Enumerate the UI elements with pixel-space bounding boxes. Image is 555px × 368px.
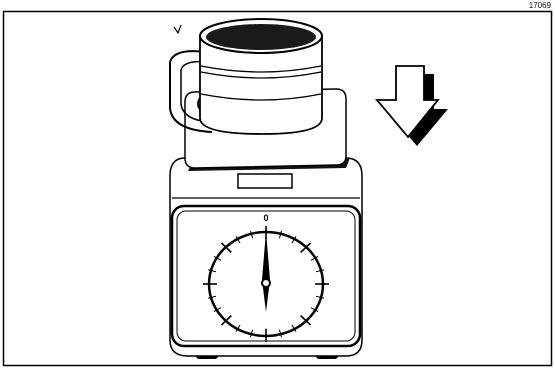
dial-tick	[213, 307, 222, 312]
dial-tick	[291, 236, 297, 244]
dial-tick	[291, 324, 297, 332]
measuring-cup	[169, 18, 323, 135]
handle-tick-mark	[173, 24, 182, 35]
cup-band-1	[200, 65, 322, 73]
dial-tick	[315, 295, 325, 299]
dial-tick	[278, 329, 283, 338]
cup-handle-inner	[180, 60, 211, 123]
dial-zero-label: 0	[263, 213, 268, 223]
figure-frame	[2, 10, 553, 367]
dial-tick	[249, 329, 254, 338]
cup-band-3	[200, 93, 322, 101]
dial-tick	[249, 230, 254, 239]
dial-tick	[315, 269, 325, 273]
dial-tick	[207, 295, 217, 299]
cup-body	[199, 35, 323, 135]
dial-tick	[220, 315, 232, 326]
dial-tick	[310, 256, 319, 261]
figure-id-label: 17069	[528, 1, 551, 10]
scale-dial: 0	[203, 213, 329, 342]
dial-pivot	[261, 278, 271, 288]
down-arrow-outline	[375, 65, 440, 139]
scale-pedestal	[237, 173, 293, 189]
dial-tick	[213, 256, 222, 261]
dial-ticks	[203, 226, 329, 342]
dial-tick	[235, 324, 241, 332]
down-arrow-icon	[375, 65, 448, 146]
cup-band-2	[200, 71, 322, 79]
cup-handle-outer	[169, 50, 213, 133]
dial-tick	[310, 307, 319, 312]
dial-needle	[262, 231, 270, 312]
dial-tick	[278, 230, 283, 239]
cup-interior	[206, 24, 316, 50]
dial-tick	[300, 242, 312, 253]
dial-tick	[207, 269, 217, 273]
dial-tick	[220, 242, 232, 253]
dial-tick	[300, 315, 312, 326]
dial-tick	[235, 236, 241, 244]
